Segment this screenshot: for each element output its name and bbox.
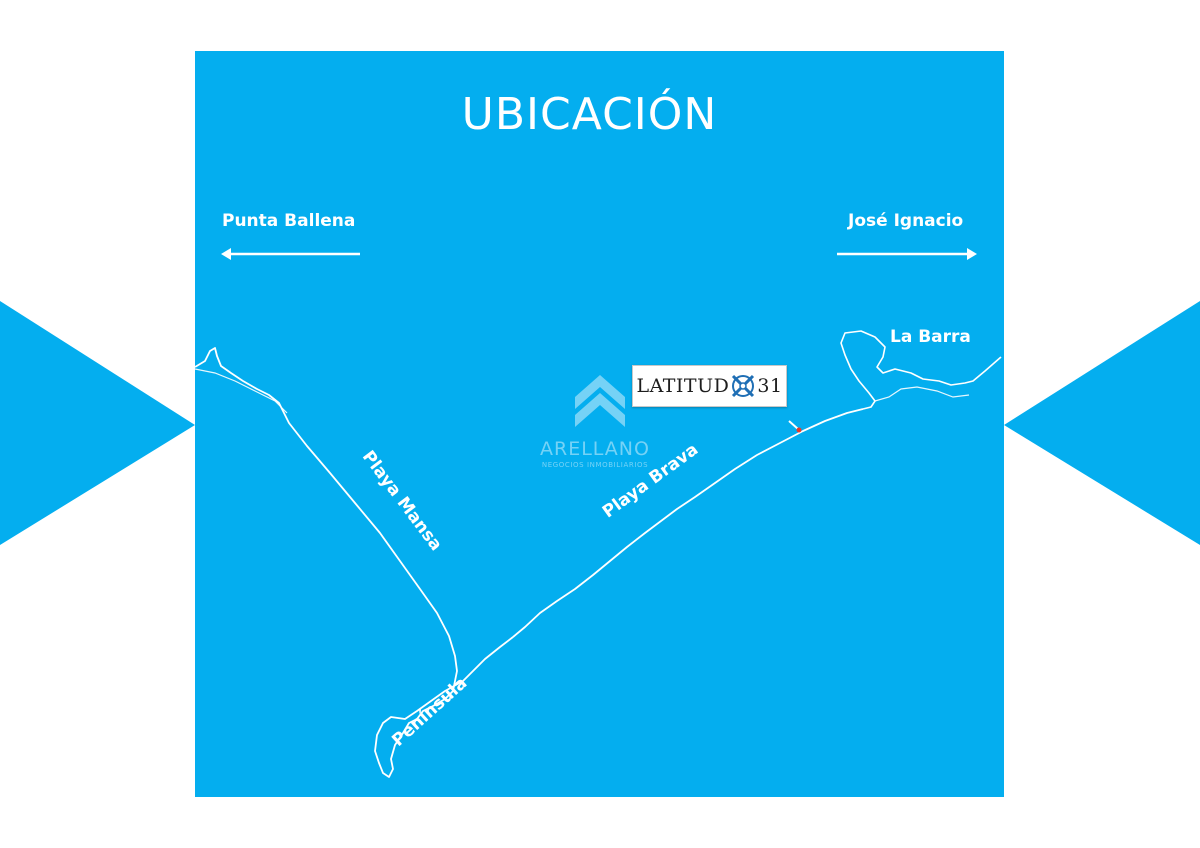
watermark-subtitle: NEGOCIOS INMOBILIARIOS xyxy=(541,461,649,469)
arrow-right-icon xyxy=(837,248,977,260)
coastline-playa-brava xyxy=(512,408,864,638)
map-panel: UBICACIÓN Punta Ballena José Ignacio La … xyxy=(195,51,1004,797)
watermark: ARELLANO NEGOCIOS INMOBILIARIOS xyxy=(535,436,655,469)
brand-text-latitud: LATITUD xyxy=(636,375,730,397)
brand-logo-latitud31: LATITUD 31 xyxy=(632,365,787,407)
coastline-map xyxy=(195,248,1002,778)
direction-label-jose-ignacio: José Ignacio xyxy=(848,211,964,231)
watermark-name: ARELLANO xyxy=(540,438,650,460)
chevron-stack-logo xyxy=(575,375,625,427)
coastline-peninsula xyxy=(374,636,514,778)
location-pin-icon xyxy=(788,420,802,433)
compass-icon xyxy=(732,374,755,398)
arrow-left-icon xyxy=(221,248,360,260)
coastline-punta-ballena-inner xyxy=(195,368,288,414)
direction-label-punta-ballena: Punta Ballena xyxy=(222,211,356,231)
place-label-la-barra: La Barra xyxy=(890,327,971,347)
page-title: UBICACIÓN xyxy=(461,89,718,140)
coastline-playa-mansa xyxy=(195,347,458,700)
coastline-la-barra-lower xyxy=(874,386,970,402)
right-side-triangle xyxy=(1004,301,1200,545)
coastline-la-barra xyxy=(840,330,1002,410)
brand-text-31: 31 xyxy=(757,375,783,397)
left-side-triangle xyxy=(0,301,195,545)
